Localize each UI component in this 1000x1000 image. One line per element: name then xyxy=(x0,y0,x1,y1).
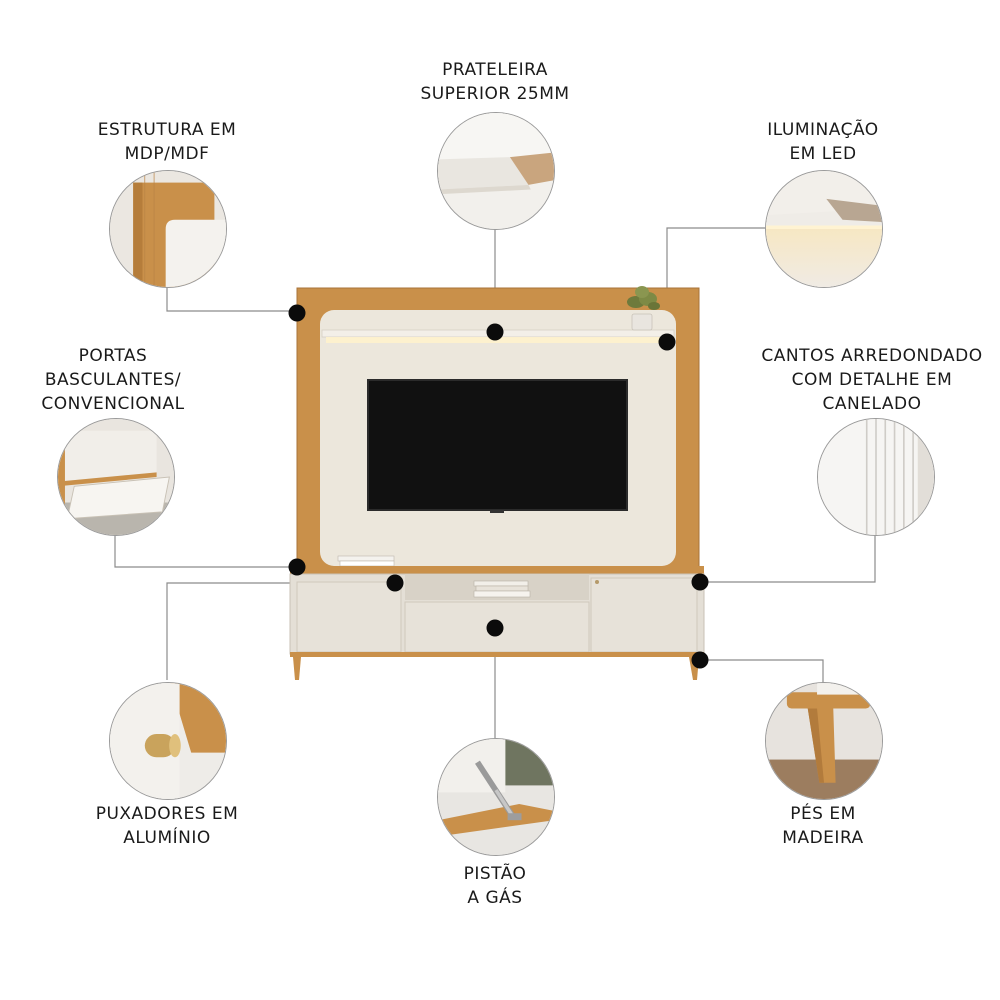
label-line: PÉS EM xyxy=(790,804,856,824)
books-decor xyxy=(337,555,395,567)
dot-top-shelf xyxy=(486,323,504,341)
label-line: MADEIRA xyxy=(782,828,864,848)
thumb-doors xyxy=(57,418,175,536)
label-line: SUPERIOR 25MM xyxy=(420,84,570,104)
thumb-feet xyxy=(765,682,883,800)
thumb-led xyxy=(765,170,883,288)
label-line: PUXADORES EM xyxy=(95,804,239,824)
right-door xyxy=(590,577,698,653)
label-led: ILUMINAÇÃO EM LED xyxy=(723,118,923,166)
led-strip xyxy=(326,337,670,343)
thumb-piston xyxy=(437,738,555,856)
thumb-corners xyxy=(817,418,935,536)
plant-decor xyxy=(627,286,660,331)
dot-feet xyxy=(691,651,709,669)
label-line: BASCULANTES/ xyxy=(44,370,182,390)
label-line: CANELADO xyxy=(822,394,922,414)
label-line: ILUMINAÇÃO xyxy=(767,120,879,140)
niche-books xyxy=(473,580,531,598)
rack-top xyxy=(290,566,704,574)
label-line: EM LED xyxy=(789,144,857,164)
label-line: CANTOS ARREDONDADO xyxy=(761,346,983,366)
dot-handles xyxy=(386,574,404,592)
label-top-shelf: PRATELEIRA SUPERIOR 25MM xyxy=(395,58,595,106)
dot-piston xyxy=(486,619,504,637)
label-line: MDP/MDF xyxy=(124,144,210,164)
dot-led xyxy=(658,333,676,351)
label-doors: PORTAS BASCULANTES/ CONVENCIONAL xyxy=(13,344,213,416)
label-line: ESTRUTURA EM xyxy=(97,120,237,140)
thumb-handles xyxy=(109,682,227,800)
dot-corners xyxy=(691,573,709,591)
thumb-structure xyxy=(109,170,227,288)
rack-base xyxy=(290,652,704,657)
label-line: COM DETALHE EM xyxy=(791,370,953,390)
dot-doors xyxy=(288,558,306,576)
label-piston: PISTÃO A GÁS xyxy=(395,862,595,910)
thumb-top-shelf xyxy=(437,112,555,230)
left-door xyxy=(296,581,402,653)
dot-structure xyxy=(288,304,306,322)
left-foot xyxy=(293,657,301,680)
leader-corners xyxy=(700,535,876,583)
label-line: PISTÃO xyxy=(463,864,527,884)
label-line: CONVENCIONAL xyxy=(41,394,185,414)
label-structure: ESTRUTURA EM MDP/MDF xyxy=(67,118,267,166)
leader-feet xyxy=(700,659,824,685)
label-line: A GÁS xyxy=(467,888,523,908)
leader-doors xyxy=(114,530,297,568)
label-feet: PÉS EM MADEIRA xyxy=(723,802,923,850)
tv-screen xyxy=(368,380,627,510)
label-line: ALUMÍNIO xyxy=(123,828,211,848)
label-line: PRATELEIRA xyxy=(442,60,548,80)
label-line: PORTAS xyxy=(78,346,148,366)
label-handles: PUXADORES EM ALUMÍNIO xyxy=(67,802,267,850)
label-corners: CANTOS ARREDONDADO COM DETALHE EM CANELA… xyxy=(752,344,992,416)
